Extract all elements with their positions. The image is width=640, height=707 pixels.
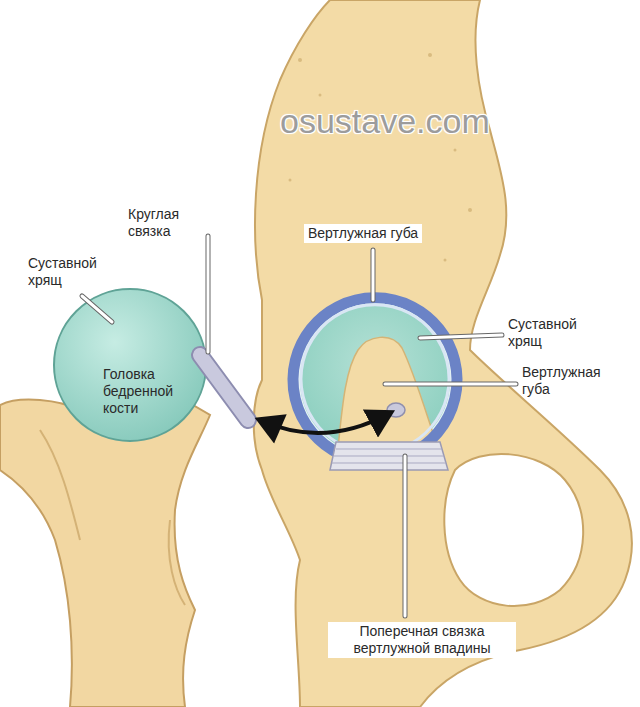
ligament-fibre xyxy=(332,463,446,464)
watermark: osustave.com xyxy=(280,102,490,140)
round-ligament xyxy=(200,355,248,420)
leader-core xyxy=(82,296,112,322)
leader-core xyxy=(404,456,407,616)
leader-outline xyxy=(82,296,112,322)
leader-core xyxy=(207,236,210,352)
labrum-inner-edge xyxy=(301,305,449,446)
leader-lines xyxy=(82,236,516,616)
ligament-fibre xyxy=(334,456,444,457)
leader-outline xyxy=(371,250,376,300)
bone-pore xyxy=(319,94,322,97)
bone-pore xyxy=(289,179,292,182)
round-ligament-outline xyxy=(200,355,248,420)
acetabular-labrum xyxy=(293,298,457,454)
part-label: Суставной хрящ xyxy=(508,316,598,350)
leader-core xyxy=(420,335,502,338)
part-label: Вертлужная губа xyxy=(304,224,422,243)
leader-line xyxy=(385,384,516,385)
bone-pore xyxy=(468,208,472,212)
part-label: Вертлужная губа xyxy=(522,364,622,398)
bone-pore xyxy=(298,58,302,62)
leader-line xyxy=(82,296,112,322)
leader-line xyxy=(373,250,374,300)
leader-line xyxy=(420,335,502,338)
leader-core xyxy=(385,383,516,386)
bone-ridge xyxy=(40,430,80,540)
ligament-fibres xyxy=(332,449,446,463)
ligament-fibre xyxy=(336,449,442,450)
part-label: Поперечная связка вертлужной впадины xyxy=(328,622,516,658)
acetabular-fossa xyxy=(338,337,438,448)
bone-pore xyxy=(428,53,432,57)
femoral-head xyxy=(54,289,206,441)
part-label: Суставной хрящ xyxy=(28,255,114,289)
ligament-attachment xyxy=(387,403,405,417)
leader-outline xyxy=(420,335,502,338)
double-arrow xyxy=(262,414,388,433)
leader-core xyxy=(372,250,375,300)
pelvis-bone xyxy=(254,0,632,707)
bone-pore xyxy=(454,149,457,152)
part-label: Круглая связка xyxy=(128,206,200,240)
transverse-ligament xyxy=(330,442,448,470)
obturator-foramen xyxy=(444,454,583,606)
part-label: Головка бедренной кости xyxy=(103,366,191,417)
leader-line xyxy=(405,456,406,616)
bone-pores xyxy=(289,53,473,262)
leader-outline xyxy=(385,382,516,387)
bone-pore xyxy=(444,259,447,262)
leader-outline xyxy=(403,456,408,616)
leader-outline xyxy=(206,236,211,352)
leader-line xyxy=(208,236,209,352)
bone-ridge xyxy=(169,520,185,605)
